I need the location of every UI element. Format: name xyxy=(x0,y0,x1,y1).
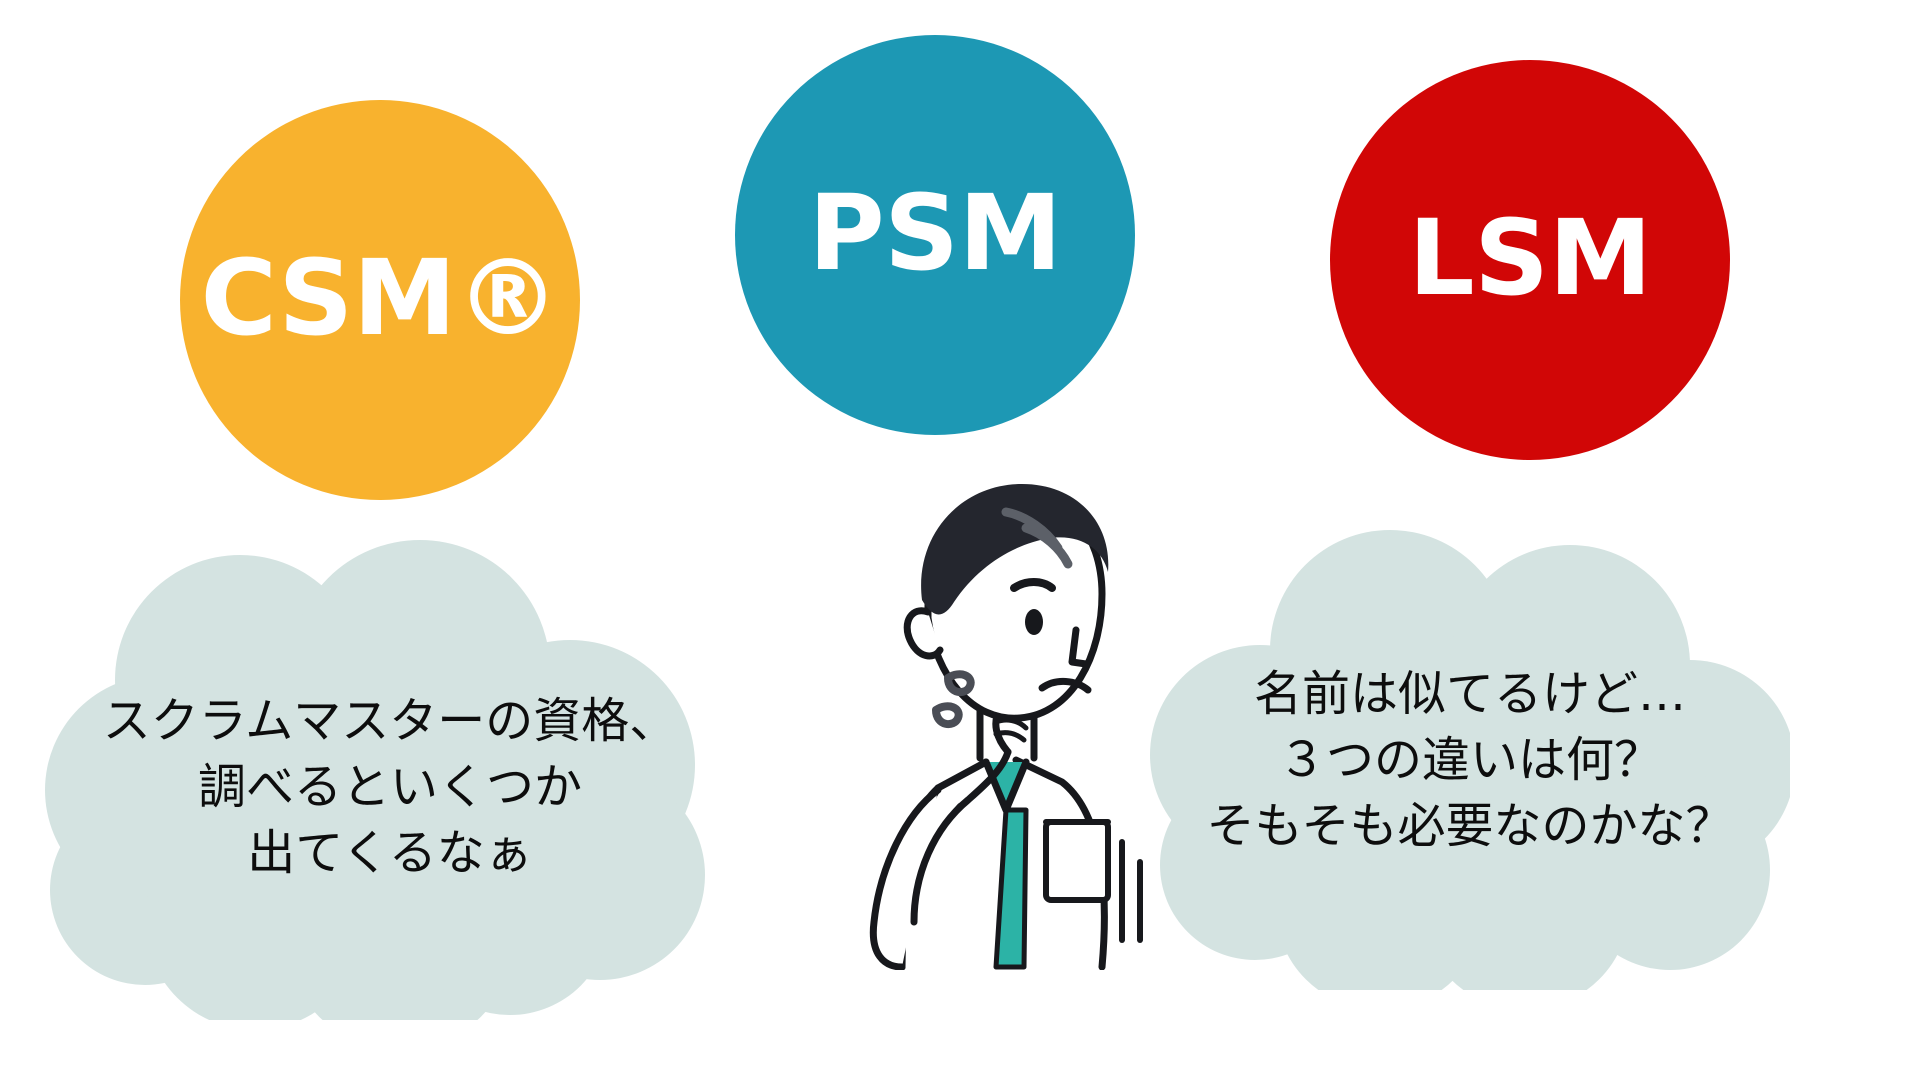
thought-bubble-right-shape xyxy=(1150,530,1790,990)
badge-lsm: LSM xyxy=(1330,60,1730,460)
badge-csm-label: CSM® xyxy=(200,237,560,359)
badge-psm-label: PSM xyxy=(808,172,1062,294)
thinking-man-svg xyxy=(869,484,1143,970)
thought-bubble-left-shape xyxy=(45,540,705,1020)
badge-lsm-label: LSM xyxy=(1408,197,1652,319)
thought-bubble-left: スクラムマスターの資格、 調べるといくつか 出てくるなぁ xyxy=(40,520,740,1020)
badge-psm: PSM xyxy=(735,35,1135,435)
badge-csm: CSM® xyxy=(180,100,580,500)
thinking-man-illustration xyxy=(810,470,1190,970)
thought-bubble-right: 名前は似てるけど… ３つの違いは何？ そもそも必要なのかな？ xyxy=(1150,520,1790,990)
